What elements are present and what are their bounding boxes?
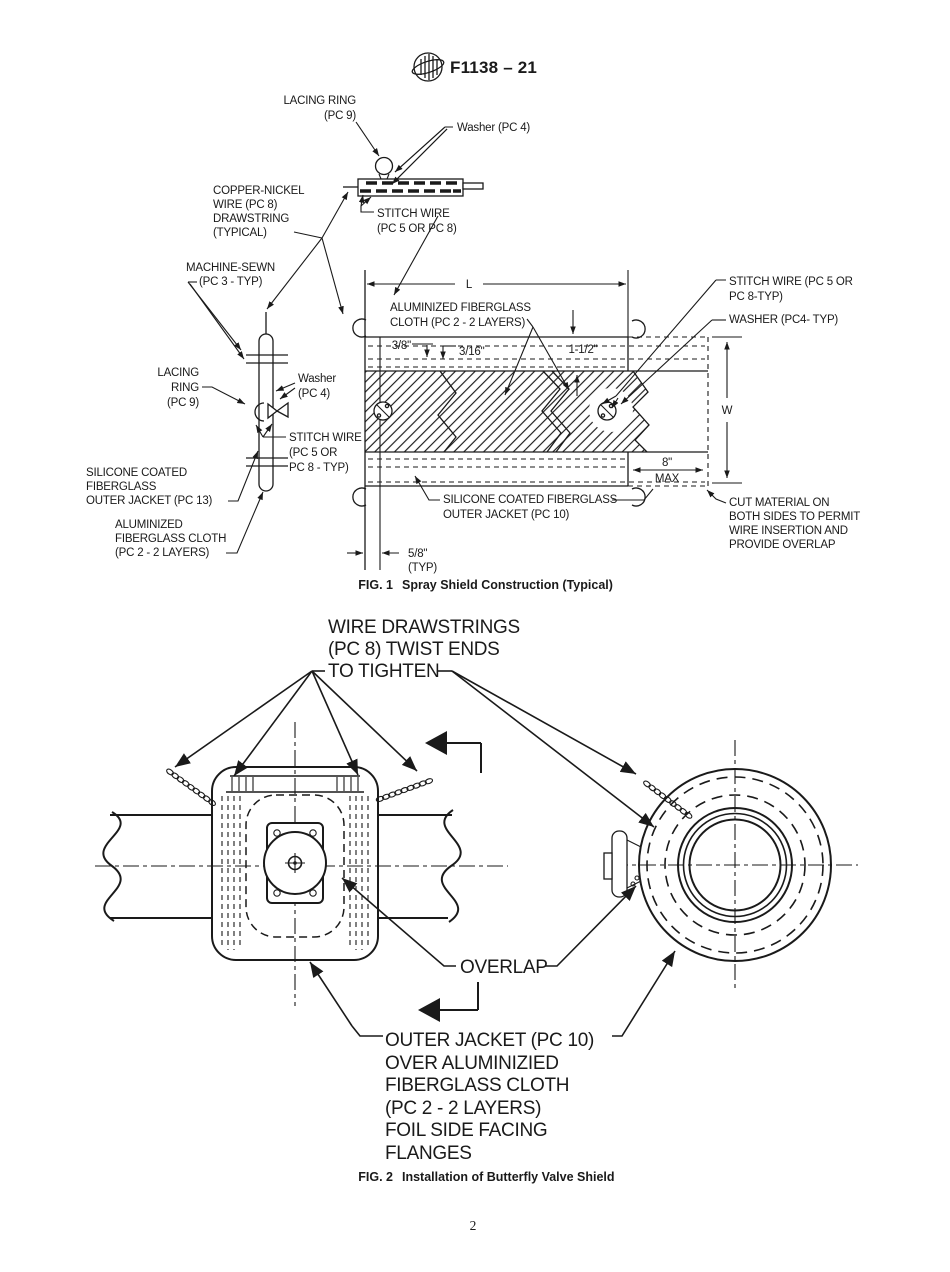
svg-text:Installation of Butterfly Valv: Installation of Butterfly Valve Shield <box>402 1170 615 1184</box>
svg-text:(TYPICAL): (TYPICAL) <box>213 227 267 239</box>
fig2-front-view <box>95 722 508 1006</box>
svg-text:PROVIDE OVERLAP: PROVIDE OVERLAP <box>729 539 836 551</box>
svg-text:TO TIGHTEN: TO TIGHTEN <box>328 661 439 682</box>
svg-text:(PC 9): (PC 9) <box>324 110 356 122</box>
svg-text:FIBERGLASS CLOTH: FIBERGLASS CLOTH <box>115 533 226 545</box>
dim-8: 8" <box>662 457 672 469</box>
svg-text:RING: RING <box>171 382 199 394</box>
svg-text:WIRE (PC 8): WIRE (PC 8) <box>213 199 278 211</box>
valve-actuator-handle <box>603 830 642 898</box>
fig1-drawing: L W 3/8" 3/16" 1-1/2" 8" MAX 5/8" (TYP) <box>86 95 860 592</box>
flow-arrow-bottom <box>418 982 479 1022</box>
svg-text:FIBERGLASS CLOTH: FIBERGLASS CLOTH <box>385 1075 569 1096</box>
svg-text:(PC 9): (PC 9) <box>167 397 199 409</box>
svg-text:Spray Shield Construction (Typ: Spray Shield Construction (Typical) <box>402 578 613 592</box>
label-silicone-jacket-10: SILICONE COATED FIBERGLASS <box>443 494 618 506</box>
svg-text:(PC 4): (PC 4) <box>298 388 330 400</box>
svg-text:(PC 5 OR PC 8): (PC 5 OR PC 8) <box>377 223 457 235</box>
svg-text:FLANGES: FLANGES <box>385 1143 472 1164</box>
svg-text:OUTER JACKET (PC 10): OUTER JACKET (PC 10) <box>443 509 570 521</box>
fig1-edge-detail <box>343 156 484 197</box>
dim-W: W <box>722 405 733 417</box>
fig2-overlap-label: OVERLAP <box>460 957 548 978</box>
label-cut-material: CUT MATERIAL ON <box>729 497 829 509</box>
label-washer-left: Washer <box>298 373 336 385</box>
svg-text:OUTER JACKET (PC 10): OUTER JACKET (PC 10) <box>385 1030 594 1051</box>
dim-5-8: 5/8" <box>408 548 427 560</box>
svg-text:(PC 5 OR: (PC 5 OR <box>289 447 337 459</box>
label-machine-sewn: MACHINE-SEWN <box>186 262 275 274</box>
svg-text:FIG. 1: FIG. 1 <box>358 578 393 592</box>
label-aluminized-main: ALUMINIZED FIBERGLASS <box>390 302 531 314</box>
svg-text:FIBERGLASS: FIBERGLASS <box>86 481 157 493</box>
fig2-drawstring-label: WIRE DRAWSTRINGS (PC 8) TWIST ENDS TO TI… <box>328 617 520 682</box>
dim-L: L <box>466 279 473 291</box>
page-number: 2 <box>470 1218 477 1233</box>
fig2-outer-jacket-note: OUTER JACKET (PC 10) OVER ALUMINIZIED FI… <box>385 1030 594 1164</box>
svg-text:DRAWSTRING: DRAWSTRING <box>213 213 289 225</box>
svg-text:FIG. 2: FIG. 2 <box>358 1170 393 1184</box>
fig2-end-view <box>603 740 858 990</box>
fig1-dimensions: L W 3/8" 3/16" 1-1/2" 8" MAX 5/8" (TYP) <box>347 279 742 574</box>
page-header: F1138 – 21 <box>411 52 537 82</box>
label-lacing-ring-top: LACING RING <box>283 95 356 107</box>
fig1-labels: LACING RING (PC 9) Washer (PC 4) STITCH … <box>86 95 860 559</box>
fig1-caption: FIG. 1 Spray Shield Construction (Typica… <box>358 578 613 592</box>
svg-text:WIRE INSERTION AND: WIRE INSERTION AND <box>729 525 848 537</box>
svg-text:BOTH SIDES TO PERMIT: BOTH SIDES TO PERMIT <box>729 511 860 523</box>
flow-arrow-top <box>425 731 482 773</box>
label-stitch-wire-left: STITCH WIRE <box>289 432 362 444</box>
label-aluminized-left: ALUMINIZED <box>115 519 183 531</box>
fig1-shield-plan <box>352 270 709 570</box>
svg-text:(PC 2 - 2 LAYERS): (PC 2 - 2 LAYERS) <box>115 547 210 559</box>
valve-flange <box>263 822 327 904</box>
label-stitch-wire-top: STITCH WIRE <box>377 208 450 220</box>
svg-text:WIRE DRAWSTRINGS: WIRE DRAWSTRINGS <box>328 617 520 638</box>
label-washer-right: WASHER (PC4- TYP) <box>729 314 838 326</box>
fig1-seam-detail <box>202 312 296 554</box>
astm-logo-icon <box>411 52 445 82</box>
label-silicone-jacket-13: SILICONE COATED <box>86 467 187 479</box>
svg-text:CLOTH (PC 2 - 2 LAYERS): CLOTH (PC 2 - 2 LAYERS) <box>390 317 526 329</box>
svg-text:OVER ALUMINIZIED: OVER ALUMINIZIED <box>385 1053 559 1074</box>
dim-3-8: 3/8" <box>392 340 411 352</box>
svg-text:OVERLAP: OVERLAP <box>460 957 548 978</box>
dim-3-16: 3/16" <box>459 346 485 358</box>
svg-text:OUTER JACKET (PC 13): OUTER JACKET (PC 13) <box>86 495 213 507</box>
dim-8-max: MAX <box>655 473 680 485</box>
label-stitch-wire-right: STITCH WIRE (PC 5 OR <box>729 276 853 288</box>
dim-5-8-typ: (TYP) <box>408 562 437 574</box>
label-lacing-ring-left: LACING <box>157 367 199 379</box>
washer-symbol-left <box>373 401 393 421</box>
standard-number: F1138 – 21 <box>450 58 537 77</box>
svg-text:(PC 2 - 2 LAYERS): (PC 2 - 2 LAYERS) <box>385 1098 541 1119</box>
svg-text:FOIL SIDE FACING: FOIL SIDE FACING <box>385 1120 547 1141</box>
fig2-caption: FIG. 2 Installation of Butterfly Valve S… <box>358 1170 614 1184</box>
svg-text:(PC 8) TWIST ENDS: (PC 8) TWIST ENDS <box>328 639 500 660</box>
svg-text:PC 8-TYP): PC 8-TYP) <box>729 291 783 303</box>
svg-text:(PC 3 - TYP): (PC 3 - TYP) <box>199 276 263 288</box>
label-washer-top: Washer (PC 4) <box>457 122 530 134</box>
dim-1-1-2: 1-1/2" <box>568 344 597 356</box>
fig2-drawing: WIRE DRAWSTRINGS (PC 8) TWIST ENDS TO TI… <box>95 617 858 1184</box>
washer-symbol-right <box>597 401 617 421</box>
svg-text:PC 8 - TYP): PC 8 - TYP) <box>289 462 349 474</box>
label-copper-nickel-wire: COPPER-NICKEL <box>213 185 305 197</box>
